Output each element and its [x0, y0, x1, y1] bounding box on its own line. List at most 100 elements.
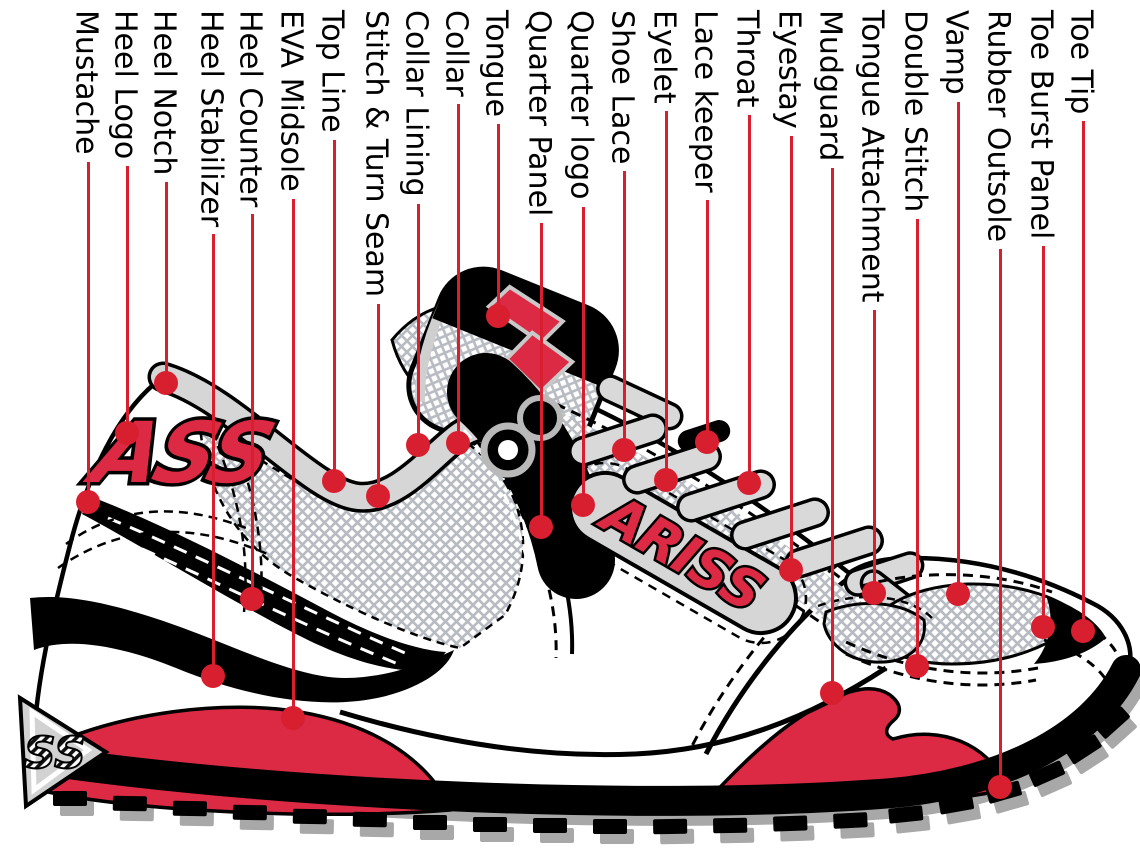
heel-stabilizer — [30, 596, 454, 703]
heel-logo-text: ASS — [76, 405, 281, 503]
outsole-lug — [413, 815, 447, 830]
outsole-lug — [1036, 770, 1072, 797]
part-label-mudguard: Mudguard — [813, 10, 848, 161]
leader-line-toe-tip — [1081, 121, 1085, 631]
outsole-lug — [473, 817, 507, 832]
outsole-lug — [533, 818, 567, 833]
part-label-text: Heel Notch — [146, 10, 182, 176]
leader-line-collar-lining — [416, 204, 420, 445]
part-label-throat: Throat — [729, 10, 765, 108]
leader-line-toe-burst-panel — [1041, 246, 1045, 627]
leader-line-eva-midsole — [291, 199, 295, 718]
part-label-shoe-lace: Shoe Lace — [604, 10, 640, 165]
part-label-text: Heel Stabilizer — [193, 10, 229, 228]
part-label-heel-counter: Heel Counter — [232, 10, 268, 208]
part-label-quarter-logo: Quarter logo — [563, 10, 599, 200]
leader-dot-collar-lining — [406, 433, 430, 457]
leader-dot-heel-logo — [115, 421, 139, 445]
leader-dot-heel-stabilizer — [201, 664, 225, 688]
part-label-text: Lace keeper — [687, 10, 723, 193]
heel-badge: SS — [17, 694, 110, 810]
part-label-text: Double Stitch — [897, 10, 933, 213]
part-label-mustache: Mustache — [69, 10, 104, 155]
leader-dot-double-stitch — [905, 654, 929, 678]
heel-badge-text: SS — [24, 728, 86, 779]
leader-dot-mudguard — [820, 681, 844, 705]
part-label-heel-notch: Heel Notch — [146, 10, 182, 176]
leader-line-mudguard — [830, 168, 834, 693]
toe-area — [817, 573, 1124, 693]
leader-dot-shoe-lace — [612, 438, 636, 462]
part-label-lace-keeper: Lace keeper — [687, 10, 723, 193]
leader-line-stitch-turn-seam — [376, 304, 380, 496]
part-label-text: Collar — [438, 10, 474, 97]
part-label-text: Tongue Attachment — [854, 10, 890, 303]
part-label-text: Vamp — [938, 10, 974, 95]
leader-line-top-line — [332, 140, 336, 481]
part-label-text: Stitch & Turn Seam — [358, 10, 394, 298]
part-label-double-stitch: Double Stitch — [897, 10, 933, 213]
leader-dot-quarter-logo — [571, 493, 595, 517]
outsole-lug — [1096, 706, 1130, 739]
part-label-text: Shoe Lace — [604, 10, 640, 165]
part-label-collar-lining: Collar Lining — [399, 10, 434, 197]
part-label-text: Throat — [729, 10, 765, 108]
leader-dot-toe-tip — [1071, 619, 1095, 643]
part-label-eva-midsole: EVA Midsole — [274, 10, 309, 192]
part-label-text: Tongue — [478, 10, 514, 118]
leader-line-eyestay — [789, 136, 793, 570]
leader-line-vamp — [956, 102, 960, 594]
leader-line-rubber-outsole — [998, 249, 1002, 787]
leader-dot-quarter-panel — [529, 515, 553, 539]
leader-dot-stitch-turn-seam — [366, 484, 390, 508]
double-stitch — [845, 640, 1039, 687]
part-label-text: Eyestay — [771, 10, 807, 129]
leader-line-heel-counter — [250, 214, 254, 599]
leader-dot-tongue — [486, 304, 510, 328]
leader-dot-heel-notch — [154, 371, 178, 395]
part-label-toe-tip: Toe Tip — [1064, 10, 1099, 114]
leader-dot-vamp — [946, 582, 970, 606]
laces — [568, 374, 925, 623]
outsole-lug — [1029, 760, 1065, 787]
outsole-lug — [653, 818, 688, 835]
leader-line-quarter-panel — [539, 223, 543, 527]
part-label-vamp: Vamp — [938, 10, 974, 95]
outsole-lug — [938, 794, 975, 815]
leader-line-quarter-logo — [581, 207, 585, 505]
part-label-toe-burst-panel: Toe Burst Panel — [1023, 10, 1059, 240]
leader-dot-rubber-outsole — [988, 775, 1012, 799]
part-label-eyelet: Eyelet — [646, 10, 682, 104]
part-label-text: Toe Burst Panel — [1023, 10, 1059, 240]
part-label-stitch-turn-seam: Stitch & Turn Seam — [358, 10, 394, 298]
part-label-text: Quarter logo — [563, 10, 599, 200]
leader-line-tongue — [496, 124, 500, 316]
leader-dot-eyestay — [779, 558, 803, 582]
leader-line-throat — [747, 115, 751, 483]
outsole-lug — [713, 817, 748, 834]
part-label-heel-logo: Heel Logo — [107, 10, 143, 160]
leader-line-collar — [456, 104, 460, 443]
leader-dot-mustache — [76, 490, 100, 514]
rubber-outsole — [25, 655, 1140, 835]
leader-dot-top-line — [322, 469, 346, 493]
heel-logo: ASS — [73, 401, 285, 506]
outsole-lug — [352, 811, 387, 828]
leader-line-heel-notch — [164, 182, 168, 383]
leader-dot-lace-keeper — [695, 430, 719, 454]
leader-line-shoe-lace — [622, 171, 626, 450]
leader-dot-eyelet — [654, 468, 678, 492]
outsole-lug — [1073, 744, 1109, 775]
part-label-text: Heel Counter — [232, 10, 268, 208]
part-label-heel-stabilizer: Heel Stabilizer — [193, 10, 229, 228]
outsole-lug — [112, 795, 147, 812]
leader-line-double-stitch — [915, 219, 919, 666]
outsole-lug — [773, 815, 808, 832]
midsole-top-line — [339, 665, 888, 758]
part-label-text: Heel Logo — [107, 10, 143, 160]
outsole-lug — [53, 791, 87, 806]
part-label-eyestay: Eyestay — [771, 10, 807, 129]
part-label-text: Eyelet — [646, 10, 682, 104]
